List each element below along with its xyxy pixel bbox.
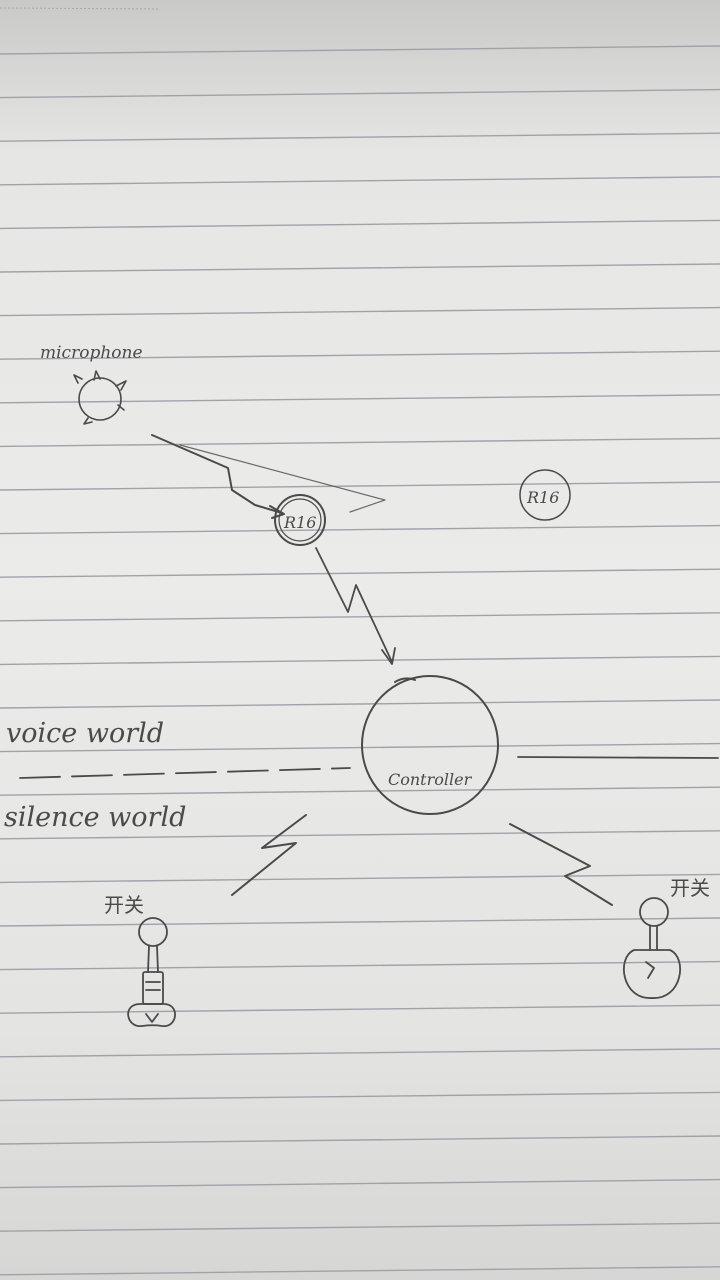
microphone-label: microphone	[40, 343, 143, 363]
ruled-line	[0, 132, 720, 142]
ruled-line	[0, 394, 720, 404]
ruled-lines	[0, 45, 720, 1276]
ruled-line	[0, 219, 720, 230]
page-top-edge	[0, 7, 161, 10]
left-device-label: 开关	[104, 893, 144, 917]
arrowhead-icon	[381, 647, 396, 665]
ruled-line	[0, 263, 720, 273]
wedge-stroke	[179, 444, 386, 513]
r16-node-right	[519, 469, 571, 521]
ruled-line	[0, 1222, 720, 1232]
controller-overdraw	[394, 677, 416, 683]
ruled-line	[0, 830, 720, 840]
ruled-line	[0, 524, 720, 535]
voice-world-label: voice world	[6, 718, 164, 749]
signal-bolt-to-right-device	[509, 823, 613, 906]
r16-node-left	[274, 494, 326, 546]
ruled-line	[0, 88, 720, 99]
controller-node	[361, 675, 499, 815]
world-divider-left	[19, 767, 351, 779]
ruled-line	[0, 960, 720, 971]
r16-right-label: R16	[526, 488, 559, 507]
ruled-line	[0, 699, 720, 709]
ruled-line	[0, 612, 720, 622]
r16-left-label: R16	[283, 513, 316, 532]
ruled-line	[0, 568, 720, 578]
ruled-line	[0, 1135, 720, 1145]
signal-bolt-r16-to-controller	[315, 547, 393, 663]
right-switch-icon	[623, 897, 681, 999]
ruled-line	[0, 481, 720, 491]
ruled-line	[0, 655, 720, 666]
ruled-line	[0, 1091, 720, 1102]
ruled-line	[0, 1178, 720, 1189]
signal-bolt-mic-to-r16	[151, 434, 283, 514]
ruled-line	[0, 350, 720, 360]
ruled-line	[0, 306, 720, 317]
ruled-line	[0, 1048, 720, 1058]
signal-bolt-to-left-device	[231, 814, 307, 896]
ruled-line	[0, 1266, 720, 1276]
ruled-line	[0, 742, 720, 753]
controller-label: Controller	[388, 770, 473, 789]
microphone-icon	[73, 370, 127, 425]
world-divider-right	[517, 756, 719, 759]
ruled-line	[0, 917, 720, 927]
ruled-line	[0, 45, 720, 55]
right-device-label: 开关	[670, 876, 710, 900]
ruled-line	[0, 873, 720, 884]
ruled-line	[0, 1004, 720, 1014]
ruled-line	[0, 786, 720, 796]
left-switch-icon	[127, 917, 176, 1027]
ruled-line	[0, 437, 720, 448]
ruled-line	[0, 176, 720, 186]
silence-world-label: silence world	[4, 802, 186, 833]
